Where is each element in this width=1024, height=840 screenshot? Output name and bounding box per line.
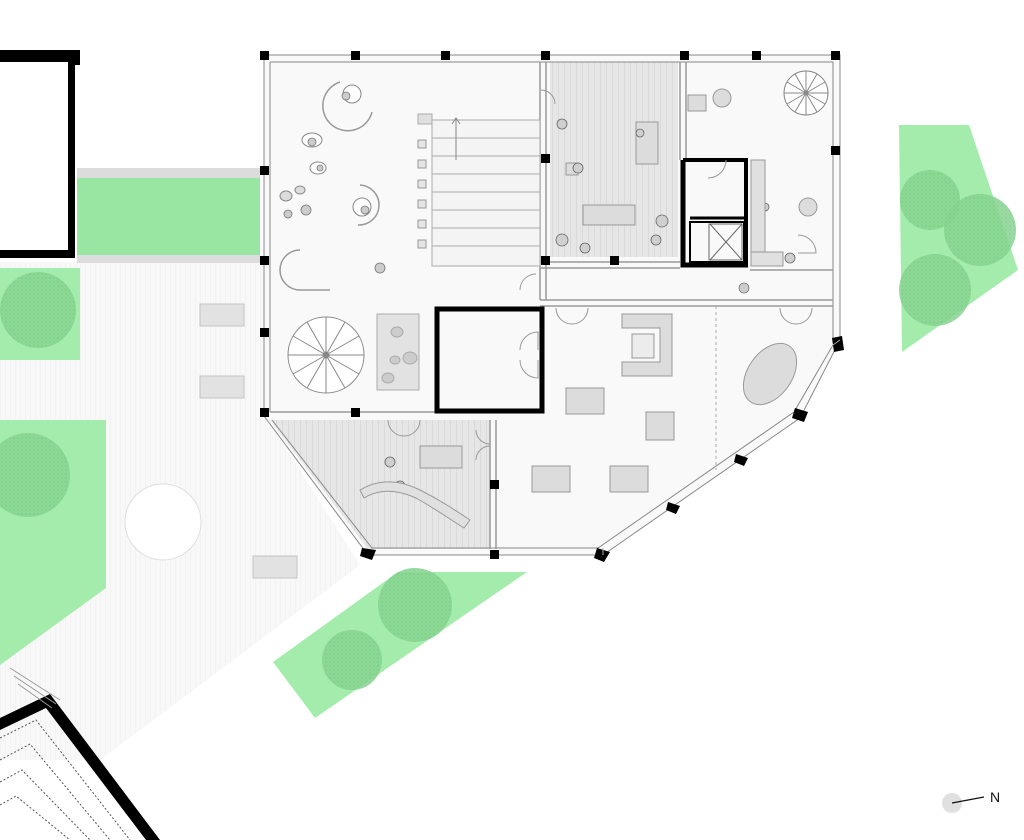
- bench-icon: [199, 303, 245, 327]
- spiral-stair-icon: [783, 70, 829, 116]
- trees: [0, 170, 1016, 690]
- deck-north: [550, 62, 678, 257]
- stair-chairs: [417, 139, 427, 249]
- elevator-icon: [689, 221, 745, 263]
- tree-icon: [944, 194, 1016, 266]
- elevator-lines: [708, 223, 743, 261]
- neighbour-building-bottom: [0, 667, 160, 840]
- lawn-courtyard: [77, 178, 260, 256]
- tree-icon: [322, 630, 382, 690]
- tree-icon: [0, 272, 76, 348]
- tree-icon: [900, 170, 960, 230]
- kitchen-counter: [750, 159, 784, 267]
- tree-icon: [378, 568, 452, 642]
- central-core: [434, 306, 545, 414]
- spiral-stair-icon: [287, 316, 365, 394]
- north-arrow: N: [942, 789, 1000, 813]
- north-label: N: [990, 789, 1000, 805]
- tree-icon: [899, 254, 971, 326]
- tree-outline: [124, 483, 202, 561]
- plant-icon: [283, 91, 750, 294]
- site-benches: [199, 303, 298, 579]
- door-swing-icon: [387, 89, 817, 461]
- slide: [359, 481, 471, 529]
- core-walls: [434, 158, 748, 414]
- stair-icon: [417, 113, 541, 267]
- curved-benches: [279, 81, 380, 291]
- play-rug: [376, 313, 420, 391]
- tree-icon: [0, 433, 70, 517]
- building: [260, 51, 844, 562]
- facade-glazing: [602, 339, 841, 555]
- bench-icon: [199, 375, 245, 399]
- columns: [260, 51, 844, 562]
- neighbour-building-left: [0, 50, 80, 258]
- sofa-icon: [621, 313, 673, 377]
- bench-icon: [252, 555, 298, 579]
